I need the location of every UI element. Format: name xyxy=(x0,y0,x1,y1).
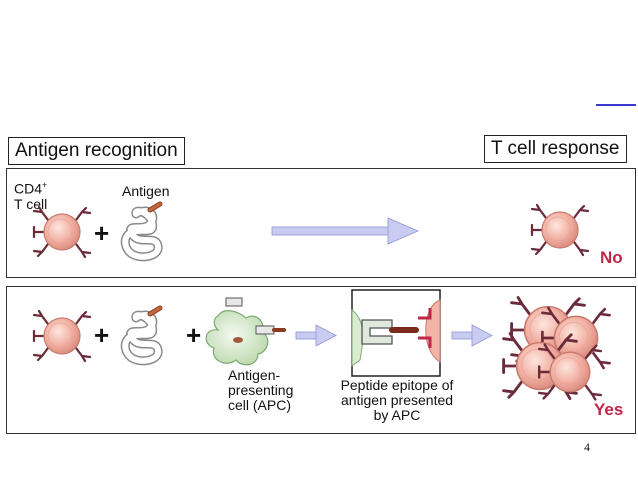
header-antigen-recognition: Antigen recognition xyxy=(8,137,185,165)
cd4-label: CD4 xyxy=(14,180,43,197)
epitope-inset xyxy=(351,289,441,377)
t-cell-row1 xyxy=(32,205,92,259)
apc-label: Antigen- presenting cell (APC) xyxy=(228,368,293,413)
epitope-label-line3: by APC xyxy=(373,407,421,423)
antigen-row1 xyxy=(125,204,160,257)
epitope-label-line1: Peptide epitope of xyxy=(340,377,454,393)
antigen-label: Antigen xyxy=(122,183,170,199)
proliferating-t-cells xyxy=(502,296,611,401)
apc-cell xyxy=(205,297,286,366)
page-number: 4 xyxy=(584,440,590,454)
apc-label-line1: Antigen- xyxy=(228,367,281,383)
arrow-row2-a xyxy=(295,324,337,347)
apc-label-line3: cell (APC) xyxy=(228,397,292,413)
plus-sign-row2-a: + xyxy=(94,320,110,350)
antigen-row2 xyxy=(125,308,160,361)
epitope-label-line2: antigen presented xyxy=(340,392,454,408)
top-rule xyxy=(596,104,636,106)
plus-sign-row1: + xyxy=(94,218,110,248)
cd4-plus-sup: + xyxy=(42,180,48,190)
plus-sign-row2-b: + xyxy=(186,320,202,350)
t-cell-no-response xyxy=(530,203,590,257)
outcome-no: No xyxy=(600,248,623,267)
header-t-cell-response: T cell response xyxy=(484,135,627,163)
arrow-row1 xyxy=(271,217,420,245)
apc-label-line2: presenting xyxy=(228,382,294,398)
panel-row-1 xyxy=(6,168,636,278)
epitope-label: Peptide epitope of antigen presented by … xyxy=(322,378,472,423)
outcome-yes: Yes xyxy=(594,400,624,419)
arrow-row2-b xyxy=(451,324,493,347)
t-cell-row2 xyxy=(32,309,92,363)
